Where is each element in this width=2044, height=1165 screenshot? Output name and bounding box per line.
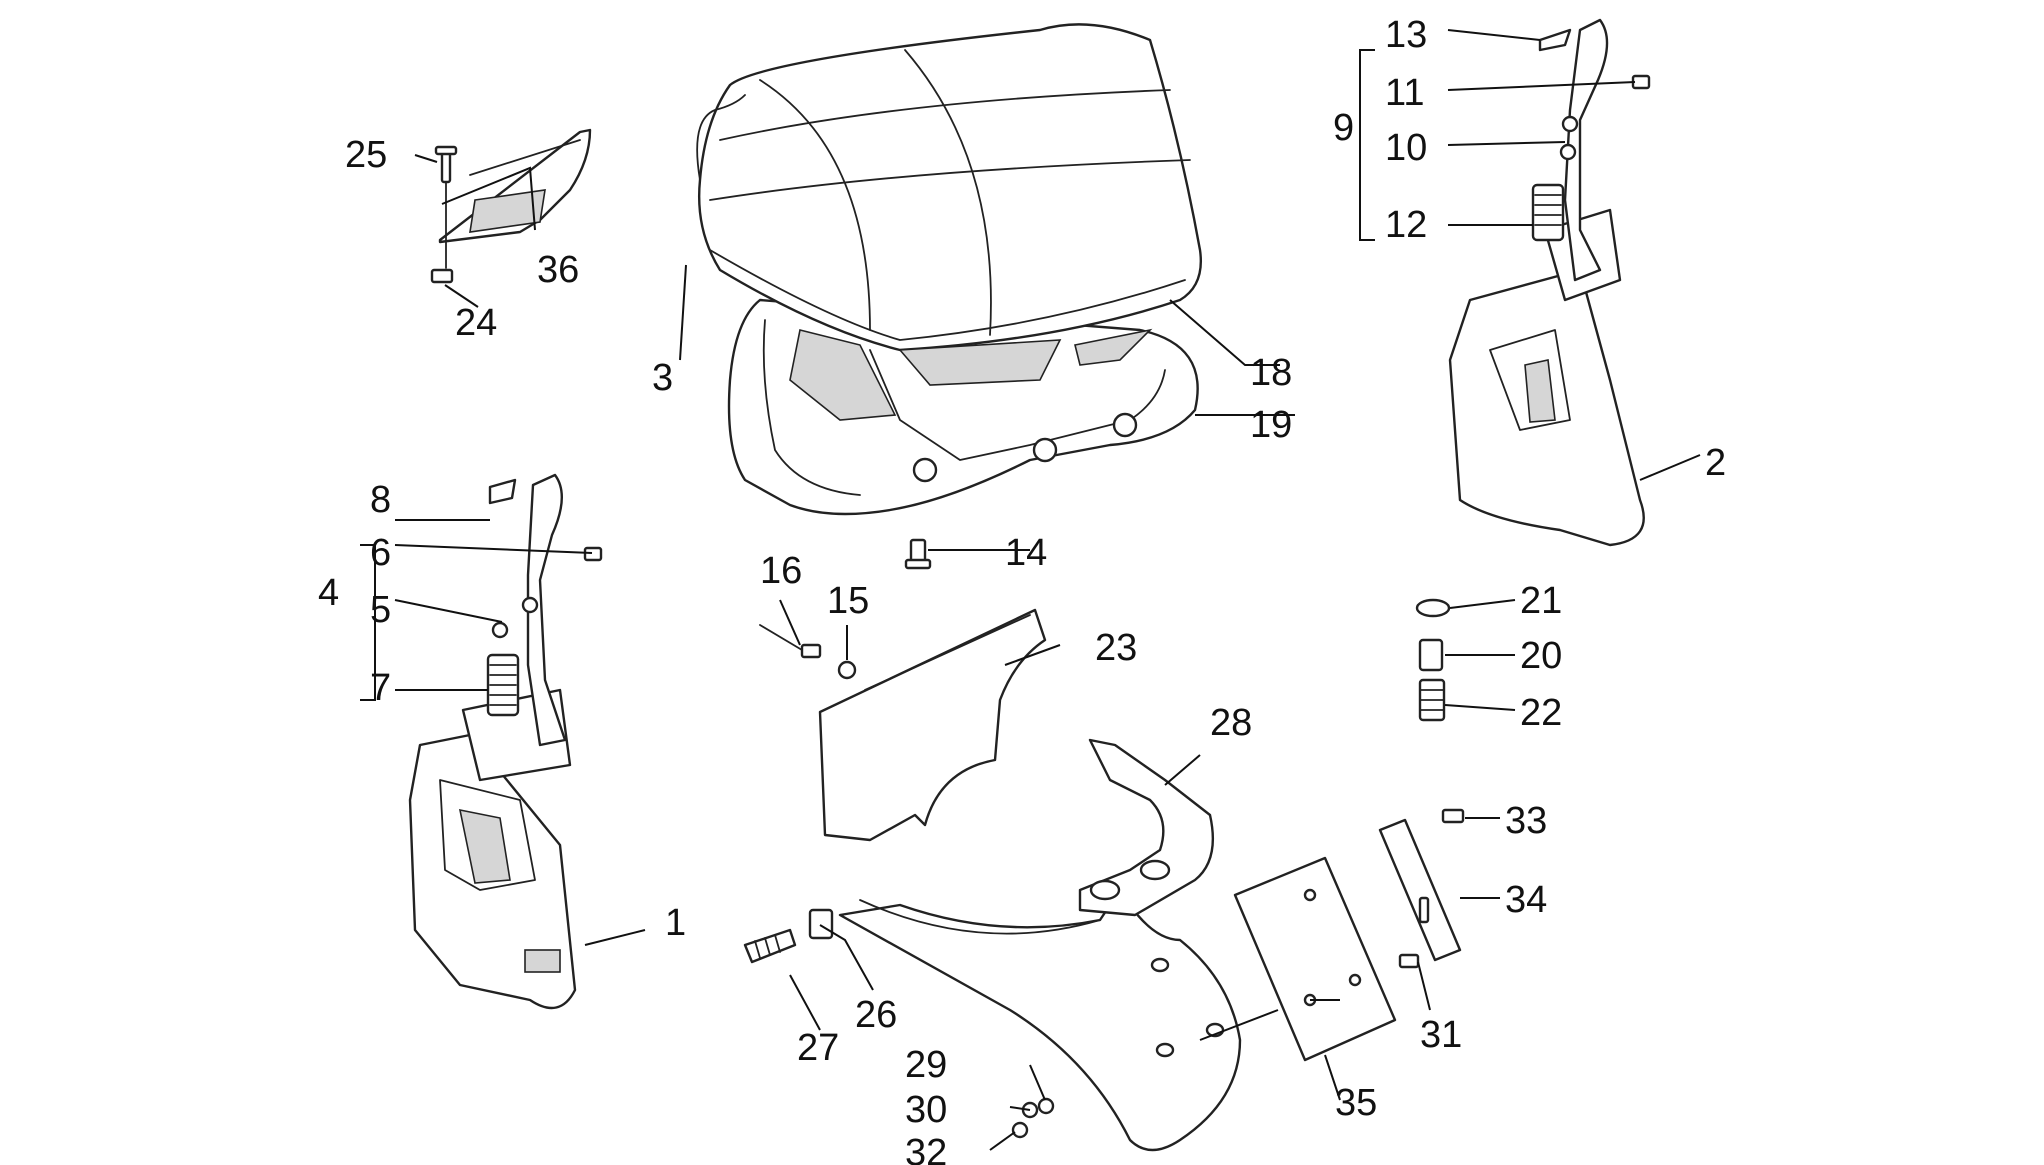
callout-10: 10	[1385, 127, 1427, 169]
callout-3: 3	[652, 357, 673, 399]
callout-14: 14	[1005, 532, 1047, 574]
callout-15: 15	[827, 580, 869, 622]
callout-26: 26	[855, 994, 897, 1036]
mudguard-stay	[1078, 738, 1214, 917]
callout-8: 8	[370, 479, 391, 521]
callout-27: 27	[797, 1027, 839, 1069]
reflector-assembly	[430, 128, 592, 284]
callout-13: 13	[1385, 14, 1427, 56]
callout-5: 5	[370, 589, 391, 631]
plate-bracket-34	[1378, 818, 1462, 962]
leader-lines	[360, 29, 1701, 1151]
license-plate-holder	[1233, 856, 1397, 1062]
callout-29: 29	[905, 1044, 947, 1086]
top-case	[698, 23, 1202, 352]
callout-20: 20	[1520, 635, 1562, 677]
callout-28: 28	[1210, 702, 1252, 744]
callout-33: 33	[1505, 800, 1547, 842]
screw-14	[904, 538, 932, 570]
callout-6: 6	[370, 532, 391, 574]
callout-7: 7	[370, 667, 391, 709]
callout-9: 9	[1333, 107, 1354, 149]
callout-16: 16	[760, 550, 802, 592]
top-case-assembly	[696, 23, 1202, 570]
callout-21: 21	[1520, 580, 1562, 622]
callout-30: 30	[905, 1089, 947, 1131]
callout-23: 23	[1095, 627, 1137, 669]
callout-34: 34	[1505, 879, 1547, 921]
callout-labels: 25 36 24 3 18 19 14 16 15 23 28 8 6 4 5 …	[318, 14, 1726, 1165]
callout-31: 31	[1420, 1014, 1462, 1056]
rear-mudguard-assembly	[743, 738, 1242, 1152]
callout-4: 4	[318, 572, 339, 614]
callout-19: 19	[1250, 404, 1292, 446]
left-hinge-assembly	[408, 473, 603, 1010]
plate-bracket-assembly	[759, 608, 1047, 842]
callout-36: 36	[537, 249, 579, 291]
callout-12: 12	[1385, 204, 1427, 246]
callout-2: 2	[1705, 442, 1726, 484]
callout-35: 35	[1335, 1082, 1377, 1124]
plate-bracket	[818, 608, 1047, 842]
callout-11: 11	[1385, 72, 1424, 114]
callout-25: 25	[345, 134, 387, 176]
callout-24: 24	[455, 302, 497, 344]
callout-18: 18	[1250, 352, 1292, 394]
right-hinge-assembly	[1448, 18, 1651, 547]
callout-1: 1	[665, 902, 686, 944]
buffer-assembly	[1415, 598, 1451, 722]
callout-32: 32	[905, 1132, 947, 1165]
callout-22: 22	[1520, 692, 1562, 734]
